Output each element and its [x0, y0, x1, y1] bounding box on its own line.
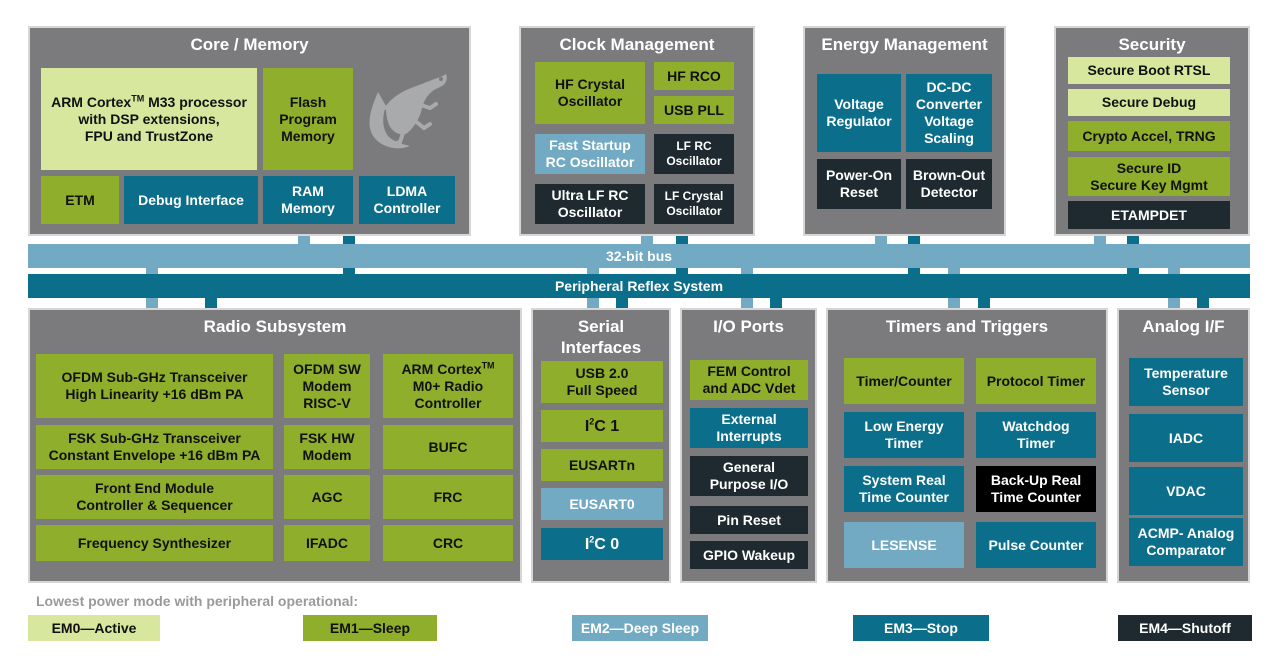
backup-real-time-counter: Back-Up Real Time Counter: [976, 466, 1096, 512]
gecko-logo-icon: [358, 64, 458, 164]
ram-memory: RAM Memory: [263, 176, 353, 224]
fsk-hw-modem: FSK HW Modem: [284, 425, 370, 469]
panel-title: Analog I/F: [1142, 317, 1225, 336]
bus-connector: [875, 234, 887, 246]
power-on-reset: Power-On Reset: [817, 159, 901, 209]
panel-title: I/O Ports: [713, 317, 784, 336]
prs-connector: [205, 298, 217, 310]
prs-connector: [1197, 298, 1209, 310]
etm-block: ETM: [41, 176, 119, 224]
pulse-counter: Pulse Counter: [976, 522, 1096, 568]
bufc: BUFC: [383, 425, 513, 469]
legend-title: Lowest power mode with peripheral operat…: [36, 593, 359, 609]
general-purpose-io: General Purpose I/O: [690, 456, 808, 496]
brown-out-detector: Brown-Out Detector: [906, 159, 992, 209]
gpio-wakeup: GPIO Wakeup: [690, 541, 808, 569]
hf-rco: HF RCO: [654, 62, 734, 90]
timer-counter: Timer/Counter: [844, 358, 964, 404]
fast-startup-rc-oscillator: Fast Startup RC Oscillator: [535, 134, 645, 174]
prs-connector: [770, 298, 782, 310]
hf-crystal-oscillator: HF Crystal Oscillator: [535, 62, 645, 124]
security-panel: Security Secure Boot RTSL Secure Debug C…: [1054, 26, 1250, 236]
ofdm-sw-modem: OFDM SW Modem RISC-V: [284, 354, 370, 418]
core-memory-panel: Core / Memory ARM CortexTM M33 processor…: [28, 26, 471, 236]
debug-interface: Debug Interface: [124, 176, 258, 224]
bus-connector: [298, 234, 310, 246]
legend-em0: EM0—Active: [28, 615, 160, 641]
peripheral-reflex-system: Peripheral Reflex System: [28, 274, 1250, 298]
eusartn: EUSARTn: [541, 449, 663, 481]
fem-control: FEM Control and ADC Vdet: [690, 360, 808, 400]
panel-title: Core / Memory: [190, 35, 309, 54]
ifadc: IFADC: [284, 525, 370, 561]
pin-reset: Pin Reset: [690, 506, 808, 534]
radio-subsystem-panel: Radio Subsystem OFDM Sub-GHz Transceiver…: [28, 308, 522, 583]
crc: CRC: [383, 525, 513, 561]
vdac: VDAC: [1129, 467, 1243, 515]
iadc: IADC: [1129, 414, 1243, 462]
fsk-transceiver: FSK Sub-GHz Transceiver Constant Envelop…: [36, 425, 273, 469]
energy-management-panel: Energy Management Voltage Regulator DC-D…: [803, 26, 1006, 236]
usb-2-full-speed: USB 2.0 Full Speed: [541, 361, 663, 403]
secure-debug: Secure Debug: [1068, 89, 1230, 116]
low-energy-timer: Low Energy Timer: [844, 412, 964, 458]
secure-id-key-mgmt: Secure ID Secure Key Mgmt: [1068, 157, 1230, 196]
panel-title: Security: [1118, 35, 1186, 54]
bus-connector: [1094, 234, 1106, 246]
agc: AGC: [284, 475, 370, 519]
analog-if-panel: Analog I/F Temperature Sensor IADC VDAC …: [1117, 308, 1250, 583]
system-real-time-counter: System Real Time Counter: [844, 466, 964, 512]
legend-em1: EM1—Sleep: [303, 615, 437, 641]
i2c1: I2C 1: [541, 410, 663, 442]
panel-title: Radio Subsystem: [203, 317, 347, 336]
ldma-controller: LDMA Controller: [359, 176, 455, 224]
secure-boot-rtsl: Secure Boot RTSL: [1068, 57, 1230, 84]
lf-crystal-oscillator: LF Crystal Oscillator: [654, 184, 734, 224]
legend-em4: EM4—Shutoff: [1118, 615, 1252, 641]
prs-connector: [616, 298, 628, 310]
dcdc-converter: DC-DC Converter Voltage Scaling: [906, 74, 992, 152]
external-interrupts: External Interrupts: [690, 408, 808, 448]
lesense: LESENSE: [844, 522, 964, 568]
legend-em3: EM3—Stop: [853, 615, 989, 641]
crypto-accel-trng: Crypto Accel, TRNG: [1068, 121, 1230, 151]
frc: FRC: [383, 475, 513, 519]
panel-title: Timers and Triggers: [885, 317, 1049, 336]
legend-em2: EM2—Deep Sleep: [572, 615, 708, 641]
lf-rc-oscillator: LF RC Oscillator: [654, 134, 734, 174]
voltage-regulator: Voltage Regulator: [817, 74, 901, 152]
clock-management-panel: Clock Management HF Crystal Oscillator H…: [519, 26, 755, 236]
usb-pll: USB PLL: [654, 96, 734, 124]
watchdog-timer: Watchdog Timer: [976, 412, 1096, 458]
bus-connector: [641, 234, 653, 246]
protocol-timer: Protocol Timer: [976, 358, 1096, 404]
eusart0: EUSART0: [541, 488, 663, 520]
timers-triggers-panel: Timers and Triggers Timer/Counter Protoc…: [826, 308, 1108, 583]
frequency-synthesizer: Frequency Synthesizer: [36, 525, 273, 561]
prs-connector: [978, 298, 990, 310]
bus-32bit: 32-bit bus: [28, 244, 1250, 268]
panel-title: Serial Interfaces: [560, 317, 642, 357]
serial-interfaces-panel: Serial Interfaces USB 2.0 Full Speed I2C…: [531, 308, 671, 583]
panel-title: Clock Management: [559, 35, 715, 54]
flash-program-memory: Flash Program Memory: [263, 68, 353, 170]
front-end-module-controller: Front End Module Controller & Sequencer: [36, 475, 273, 519]
temperature-sensor: Temperature Sensor: [1129, 358, 1243, 406]
ultra-lf-rc-oscillator: Ultra LF RC Oscillator: [535, 184, 645, 224]
acmp-analog-comparator: ACMP- Analog Comparator: [1129, 518, 1243, 566]
etampdet: ETAMPDET: [1068, 201, 1230, 229]
i2c0: I2C 0: [541, 528, 663, 560]
panel-title: Energy Management: [821, 35, 988, 54]
io-ports-panel: I/O Ports FEM Control and ADC Vdet Exter…: [680, 308, 817, 583]
ofdm-transceiver: OFDM Sub-GHz Transceiver High Linearity …: [36, 354, 273, 418]
